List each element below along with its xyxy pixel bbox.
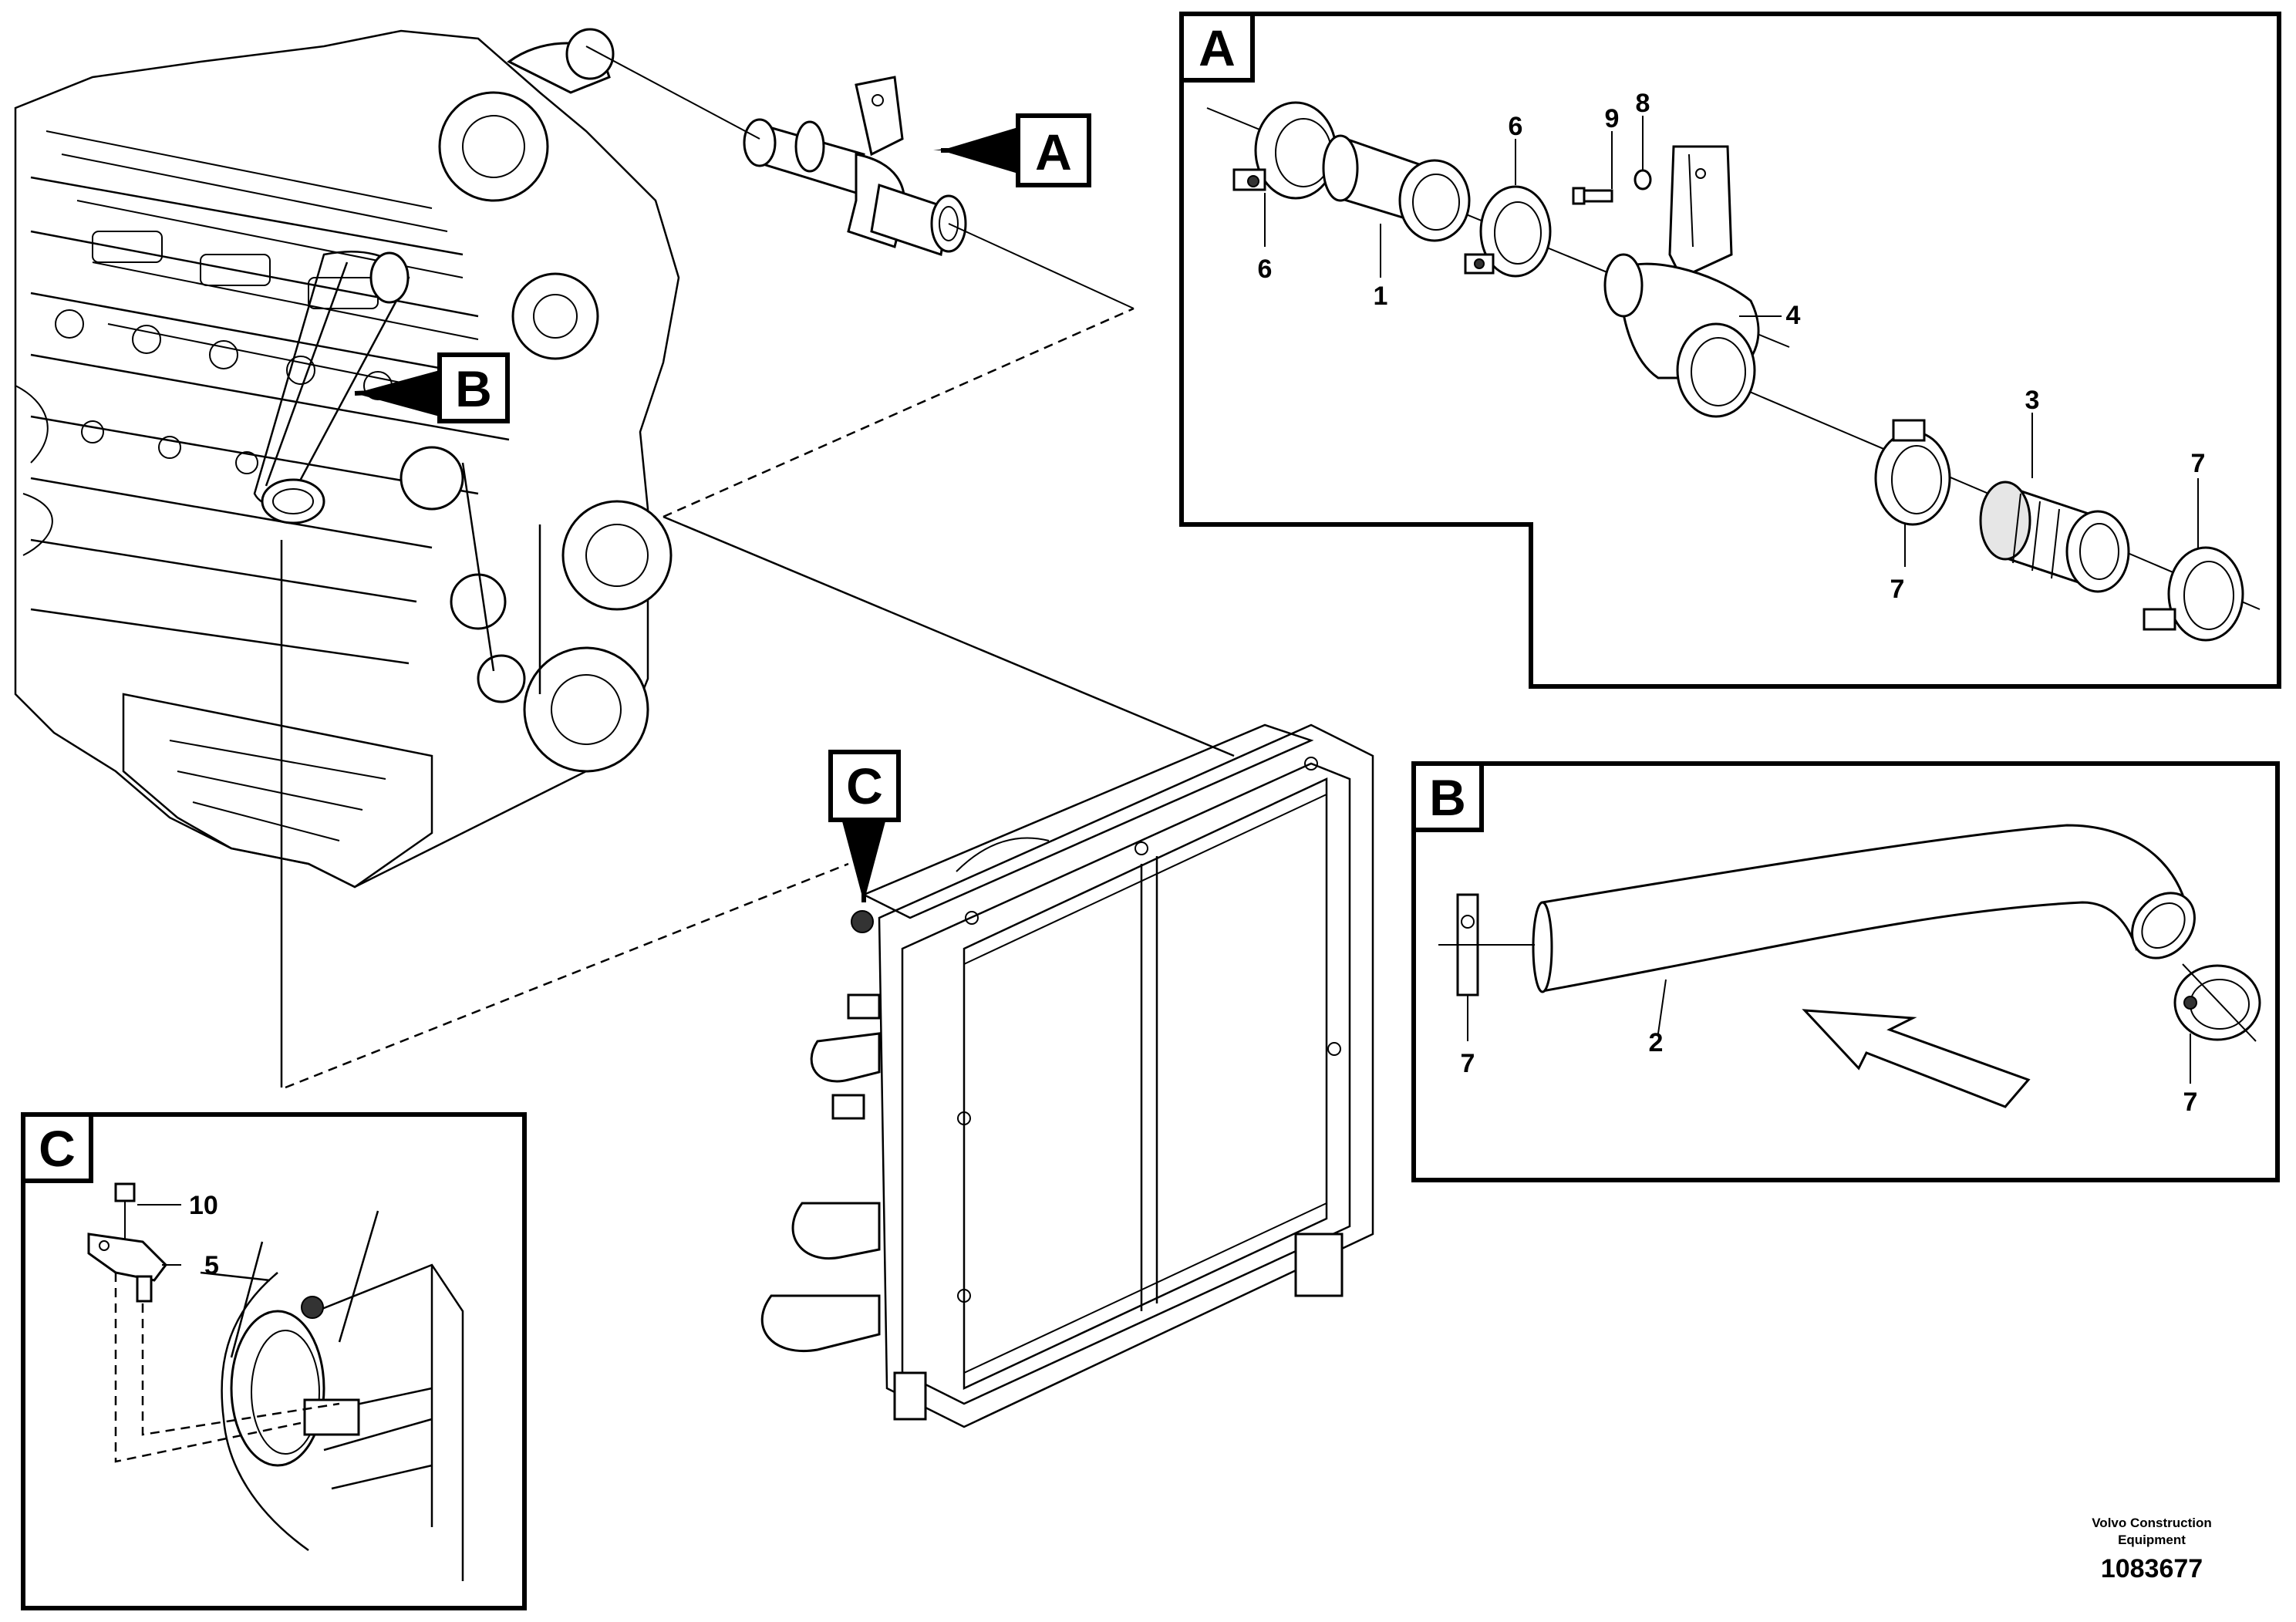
detail-panel-c: C 10 5	[21, 1112, 527, 1610]
callout-b-box	[437, 352, 510, 423]
elbow-4	[1603, 145, 1760, 418]
callout-c-box	[828, 750, 901, 822]
turbocharger	[438, 28, 615, 360]
callout-a-label: A	[1035, 123, 1072, 180]
panel-a-part-8: 8	[1636, 89, 1650, 118]
bolt-10	[114, 1182, 136, 1242]
detail-panel-b: B 7 2 7	[1411, 761, 2280, 1182]
callout-a[interactable]: A	[933, 113, 1091, 187]
panel-c-letter-box	[21, 1112, 93, 1183]
hose-section	[200, 1210, 464, 1581]
clamp-6-left	[1232, 101, 1337, 200]
radiator-illustration	[760, 723, 1374, 1428]
pipe-2	[1532, 824, 2196, 993]
document-number: 1083677	[2101, 1554, 2203, 1583]
connection-lines	[280, 307, 1235, 1089]
clamp-6-right	[1464, 185, 1552, 278]
panel-b-letter: B	[1429, 769, 1466, 826]
detail-panel-a: A	[1179, 12, 2281, 689]
pipe-1	[1322, 134, 1471, 242]
callout-c[interactable]: C	[828, 750, 901, 902]
callout-c-arrowhead	[842, 821, 885, 902]
front-pulleys	[400, 446, 673, 773]
panel-b-letter-box	[1411, 761, 1484, 832]
panel-c-part-10: 10	[189, 1191, 218, 1220]
panel-a-letter: A	[1199, 19, 1236, 76]
panel-a-letter-box	[1179, 12, 1255, 83]
panel-c-part-5: 5	[204, 1251, 219, 1280]
panel-b-part-2: 2	[1649, 1028, 1664, 1057]
bellows-3	[1979, 481, 2130, 593]
clamp-7-b-right	[2173, 963, 2261, 1042]
footer: Volvo Construction Equipment 1083677	[2092, 1516, 2212, 1583]
washer-8	[1633, 169, 1652, 191]
panel-a-part-6-left: 6	[1258, 255, 1273, 284]
callout-b[interactable]: B	[354, 352, 510, 423]
charge-air-sensor-5	[87, 1233, 167, 1303]
panel-b-part-7-right: 7	[2183, 1088, 2198, 1117]
clamp-7-a2	[2143, 546, 2244, 642]
panel-a-part-6-top: 6	[1509, 112, 1523, 141]
manufacturer-line1: Volvo Construction	[2092, 1516, 2212, 1530]
manufacturer-line2: Equipment	[2118, 1533, 2186, 1547]
charge-air-hose	[253, 251, 410, 524]
panel-a-part-9: 9	[1605, 104, 1620, 133]
engine-illustration	[14, 28, 1135, 889]
panel-a-part-7-bottom: 7	[1890, 575, 1905, 604]
airflow-direction-arrow	[1802, 1009, 2031, 1108]
clamp-7-b-left	[1438, 893, 1535, 996]
callout-a-box	[1016, 113, 1091, 187]
panel-a-part-7-right: 7	[2191, 449, 2206, 478]
callout-b-label: B	[455, 360, 492, 417]
callout-c-label: C	[846, 757, 883, 814]
callout-b-arrowhead	[355, 370, 440, 416]
panel-c-letter: C	[39, 1120, 76, 1177]
charge-air-pipe-a	[743, 76, 967, 256]
panel-a-part-4: 4	[1786, 301, 1801, 330]
callout-a-arrowhead	[941, 127, 1018, 174]
panel-a-part-3: 3	[2025, 386, 2040, 415]
panel-a-part-1: 1	[1374, 282, 1388, 311]
bolt-9	[1572, 187, 1613, 205]
panel-b-part-7-left: 7	[1461, 1049, 1475, 1078]
clamp-7-a1	[1874, 419, 1951, 526]
